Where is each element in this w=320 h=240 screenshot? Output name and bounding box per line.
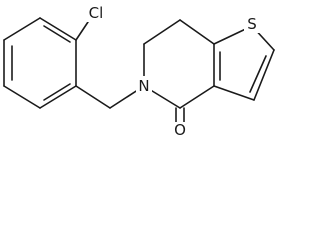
- bond-ch2-c7a: [179, 19, 215, 45]
- bond-c3a-carbonyl: [179, 85, 215, 109]
- bond-ring-ch2: [75, 85, 111, 109]
- bond-benzene-1: [3, 17, 41, 41]
- bond-benzene-double-3: [43, 25, 71, 43]
- bond-c3-c3a: [213, 85, 255, 101]
- bond-benzene-3: [3, 85, 41, 109]
- bond-benzene-double-2: [43, 83, 71, 101]
- lactam-ring: [143, 19, 215, 131]
- nitrogen-mask: [136, 76, 152, 95]
- sulfur-label: S: [247, 15, 257, 33]
- chlorine-label: Cl: [89, 4, 104, 22]
- bond-ring-chlorine: [75, 21, 89, 41]
- thiophene-ring: [213, 25, 275, 101]
- bond-thiophene-double-1: [249, 55, 267, 93]
- bond-c2-c3: [253, 49, 275, 101]
- oxygen-label: O: [174, 121, 186, 138]
- nitrogen-label: N: [138, 77, 149, 95]
- chemical-structure: Cl S N O: [3, 3, 275, 138]
- chlorine-mask: [84, 3, 108, 22]
- substituent-bonds: [75, 21, 145, 109]
- benzene-ring: [3, 17, 77, 109]
- sulfur-mask: [244, 14, 260, 33]
- bond-benzene-6: [39, 17, 77, 41]
- bond-ch2-ch2-ring: [143, 19, 181, 45]
- bond-benzene-4: [39, 85, 77, 109]
- oxygen-mask: [172, 122, 188, 138]
